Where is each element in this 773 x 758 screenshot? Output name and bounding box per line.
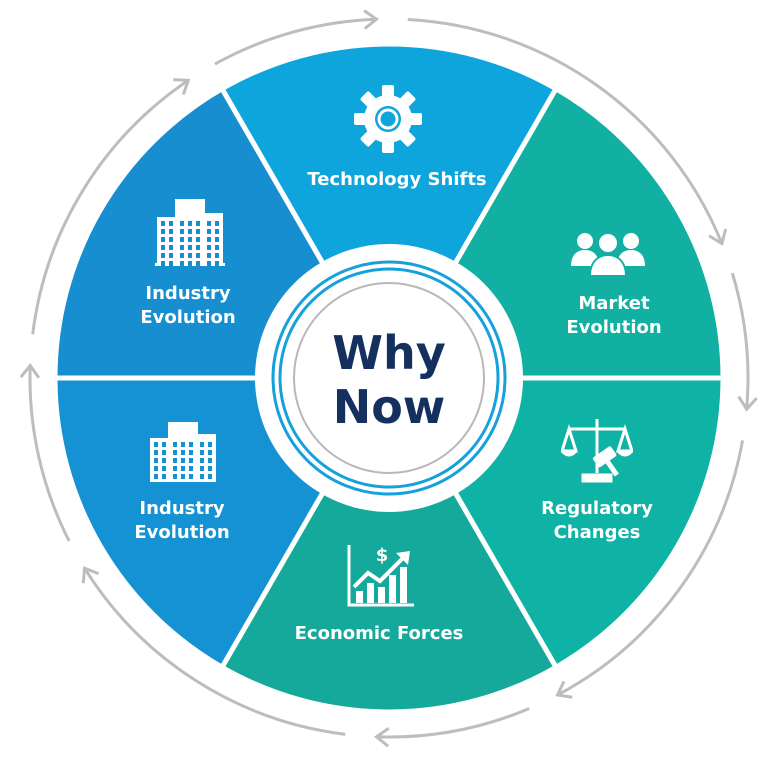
center-ring-outer (271, 260, 507, 496)
label-line: Evolution (566, 317, 662, 338)
segment-economic-forces (218, 372, 560, 715)
arrowhead-icon (708, 228, 728, 246)
chart-dollar-icon: $ (346, 543, 416, 613)
arrowhead-icon (19, 362, 41, 379)
arrowhead-icon (173, 78, 191, 96)
cycle-arc (407, 17, 724, 245)
label-line: Evolution (140, 307, 236, 328)
cycle-arrows (19, 9, 758, 748)
label-line: Market (578, 293, 650, 314)
arrowhead-icon (555, 680, 573, 699)
segment-label-economic-forces: Economic Forces (294, 623, 464, 644)
segment-technology-shifts (218, 41, 560, 384)
segment-label-regulatory-changes: Regulatory Changes (541, 497, 653, 545)
gear-icon (353, 84, 423, 158)
segment-label-market-evolution: Market Evolution (566, 292, 661, 340)
cycle-arc (214, 17, 377, 66)
building-icon (148, 418, 218, 488)
center-ring-gray (293, 282, 485, 474)
cycle-arc (556, 440, 745, 697)
segment-label-industry-evolution-upper: Industry Evolution (140, 282, 235, 330)
people-icon (571, 230, 645, 280)
scales-gavel-icon (559, 415, 635, 489)
center-ring-inner (278, 267, 500, 489)
label-line: Industry (145, 283, 231, 304)
arrowhead-icon (363, 9, 379, 30)
segment-label-technology-shifts: Technology Shifts (307, 169, 487, 190)
center-title: Why Now (332, 326, 445, 434)
building-icon (155, 195, 225, 271)
cycle-arc (376, 707, 530, 739)
cycle-arc (31, 79, 190, 335)
label-line: Industry (139, 498, 225, 519)
arrowhead-icon (81, 566, 100, 584)
segment-label-industry-evolution-lower: Industry Evolution (134, 497, 229, 545)
cycle-arc (730, 272, 750, 410)
svg-text:$: $ (376, 545, 389, 566)
cycle-arc (83, 567, 346, 736)
title-line-1: Why (332, 326, 446, 380)
arrowhead-icon (373, 726, 390, 748)
title-line-2: Now (332, 380, 446, 434)
label-line: Evolution (134, 522, 230, 543)
label-line: Regulatory (541, 498, 653, 519)
arrowhead-icon (737, 395, 758, 412)
cycle-arc (28, 365, 71, 542)
label-line: Changes (553, 522, 641, 543)
